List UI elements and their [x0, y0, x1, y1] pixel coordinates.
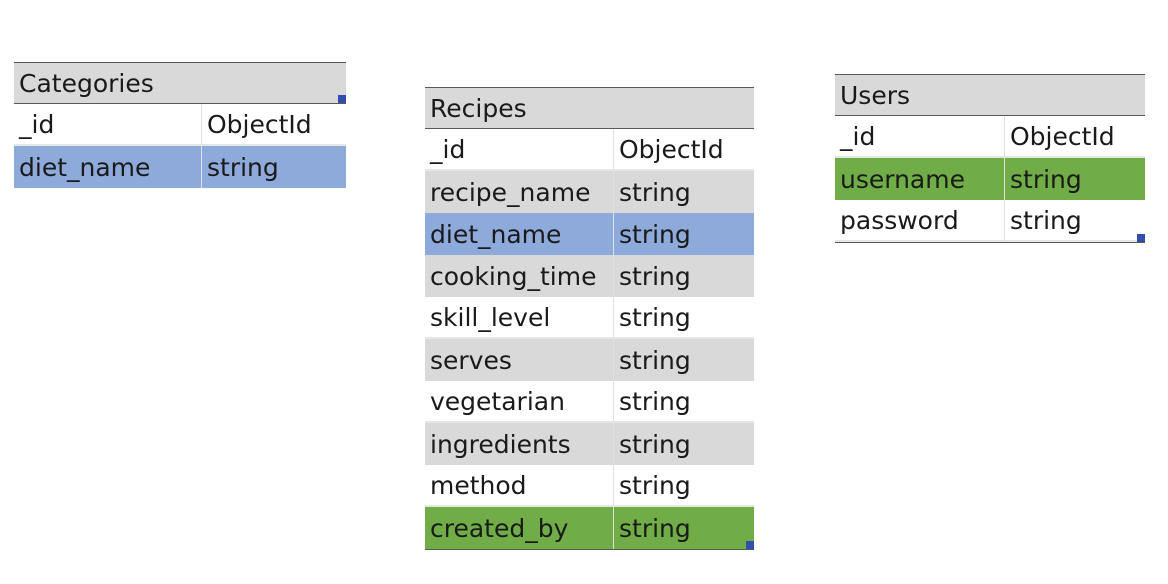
field-type-cell[interactable]: string	[1010, 164, 1082, 194]
field-type-cell[interactable]: string	[614, 381, 754, 422]
field-type-cell[interactable]: string	[619, 261, 691, 291]
field-name-cell[interactable]: vegetarian	[425, 381, 614, 422]
categories-title: Categories	[14, 62, 346, 104]
field-name-cell[interactable]: ingredients	[425, 423, 614, 465]
field-type-cell[interactable]: string	[614, 297, 754, 338]
field-type-cell[interactable]: string	[1005, 200, 1145, 241]
field-name-cell[interactable]: recipe_name	[425, 171, 614, 213]
recipes-title: Recipes	[425, 87, 754, 129]
field-name-cell[interactable]: cooking_time	[425, 255, 614, 297]
field-type-cell[interactable]: string	[619, 429, 691, 459]
field-name-cell[interactable]: method	[425, 465, 614, 506]
field-name-cell[interactable]: _id	[14, 104, 202, 145]
field-name-cell[interactable]: serves	[425, 339, 614, 381]
field-name-cell[interactable]: username	[835, 158, 1005, 200]
field-name-cell[interactable]: skill_level	[425, 297, 614, 338]
field-name-cell[interactable]: created_by	[425, 507, 614, 549]
field-type-cell[interactable]: string	[619, 219, 691, 249]
field-type-cell[interactable]: string	[619, 177, 691, 207]
field-type-cell[interactable]: string	[207, 152, 279, 182]
field-name-cell[interactable]: _id	[835, 116, 1005, 157]
field-type-cell[interactable]: ObjectId	[202, 104, 346, 145]
field-name-cell[interactable]: password	[835, 200, 1005, 241]
field-type-cell[interactable]: string	[619, 513, 691, 543]
field-name-cell[interactable]: diet_name	[425, 213, 614, 255]
table-resize-handle-icon[interactable]	[338, 95, 346, 103]
table-resize-handle-icon[interactable]	[746, 541, 754, 549]
field-type-cell[interactable]: string	[619, 345, 691, 375]
field-type-cell[interactable]: string	[614, 465, 754, 506]
table-resize-handle-icon[interactable]	[1137, 234, 1145, 242]
field-name-cell[interactable]: diet_name	[14, 146, 202, 188]
users-title: Users	[835, 74, 1145, 116]
field-type-cell[interactable]: ObjectId	[1005, 116, 1145, 157]
field-type-cell[interactable]: ObjectId	[614, 129, 754, 170]
field-name-cell[interactable]: _id	[425, 129, 614, 170]
